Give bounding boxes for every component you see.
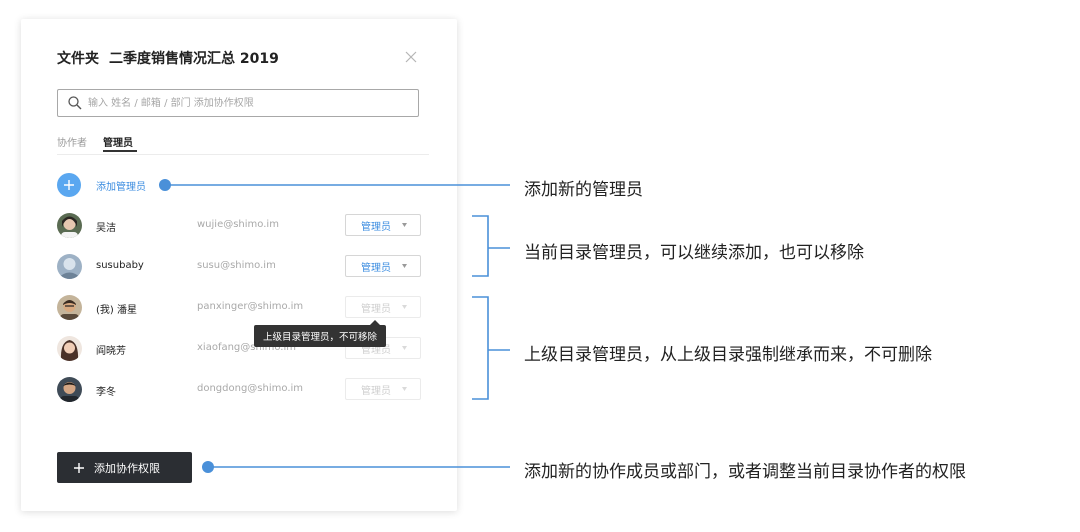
bracket-current-admins bbox=[472, 215, 489, 277]
role-label: 管理员 bbox=[361, 262, 391, 274]
member-name: 吴洁 bbox=[96, 223, 116, 234]
tab-collaborators[interactable]: 协作者 bbox=[57, 138, 87, 149]
search-input[interactable] bbox=[86, 96, 418, 110]
dialog-title: 文件夹二季度销售情况汇总 2019 bbox=[57, 48, 279, 68]
caret-down-icon bbox=[402, 346, 407, 350]
member-name: 李冬 bbox=[96, 387, 116, 398]
member-email: wujie@shimo.im bbox=[197, 219, 279, 230]
role-label: 管理员 bbox=[361, 344, 391, 356]
tab-admins[interactable]: 管理员 bbox=[103, 138, 133, 149]
search-box[interactable] bbox=[57, 89, 419, 117]
member-name: 阎晓芳 bbox=[96, 346, 126, 357]
member-email: dongdong@shimo.im bbox=[197, 383, 304, 394]
member-row: 李冬 dongdong@shimo.im 管理员 bbox=[57, 377, 427, 403]
add-permission-label: 添加协作权限 bbox=[94, 461, 160, 475]
avatar bbox=[57, 213, 82, 238]
avatar bbox=[57, 377, 82, 402]
member-row: 吴洁 wujie@shimo.im 管理员 bbox=[57, 213, 427, 239]
add-admin-label: 添加管理员 bbox=[96, 181, 146, 193]
tooltip: 上级目录管理员，不可移除 bbox=[254, 320, 387, 347]
annotation-current-admins: 当前目录管理员，可以继续添加，也可以移除 bbox=[524, 243, 864, 263]
annotation-add-admin: 添加新的管理员 bbox=[524, 180, 643, 200]
title-prefix: 文件夹 bbox=[57, 51, 99, 67]
member-email: panxinger@shimo.im bbox=[197, 301, 304, 312]
add-admin-button[interactable]: 添加管理员 bbox=[57, 173, 146, 197]
member-row: susubaby susu@shimo.im 管理员 bbox=[57, 254, 427, 280]
role-dropdown[interactable]: 管理员 bbox=[345, 255, 421, 277]
avatar bbox=[57, 295, 82, 320]
plus-icon bbox=[57, 173, 81, 197]
plus-icon bbox=[74, 462, 84, 473]
role-label: 管理员 bbox=[361, 303, 391, 315]
member-row: 阎晓芳 xiaofang@shimo.im 管理员 bbox=[57, 336, 427, 362]
active-tab-indicator bbox=[103, 150, 137, 152]
bracket-parent-admins bbox=[472, 296, 489, 400]
avatar bbox=[57, 254, 82, 279]
caret-down-icon bbox=[402, 305, 407, 309]
caret-down-icon bbox=[402, 387, 407, 391]
caret-down-icon bbox=[402, 223, 407, 227]
annotation-add-permission: 添加新的协作成员或部门，或者调整当前目录协作者的权限 bbox=[524, 462, 966, 482]
avatar bbox=[57, 336, 82, 361]
member-email: xiaofang@shimo.im bbox=[197, 342, 296, 353]
annotation-parent-admins: 上级目录管理员，从上级目录强制继承而来，不可删除 bbox=[524, 345, 932, 365]
role-label: 管理员 bbox=[361, 221, 391, 233]
role-dropdown: 管理员 bbox=[345, 378, 421, 400]
folder-name: 二季度销售情况汇总 2019 bbox=[109, 51, 279, 67]
tab-divider bbox=[57, 154, 429, 155]
add-permission-button[interactable]: 添加协作权限 bbox=[57, 452, 192, 483]
tooltip-arrow bbox=[370, 320, 380, 325]
member-row: (我) 潘星 panxinger@shimo.im 管理员 bbox=[57, 295, 427, 321]
role-dropdown: 管理员 bbox=[345, 296, 421, 318]
close-icon[interactable] bbox=[403, 49, 419, 65]
member-name: susubaby bbox=[96, 260, 144, 271]
role-label: 管理员 bbox=[361, 385, 391, 397]
tooltip-text: 上级目录管理员，不可移除 bbox=[263, 332, 378, 343]
search-icon bbox=[67, 95, 83, 111]
connector-dot-add-admin bbox=[159, 179, 171, 191]
role-dropdown[interactable]: 管理员 bbox=[345, 214, 421, 236]
connector-dot-add-permission bbox=[202, 461, 214, 473]
caret-down-icon bbox=[402, 264, 407, 268]
member-name: (我) 潘星 bbox=[96, 305, 137, 316]
member-email: susu@shimo.im bbox=[197, 260, 276, 271]
